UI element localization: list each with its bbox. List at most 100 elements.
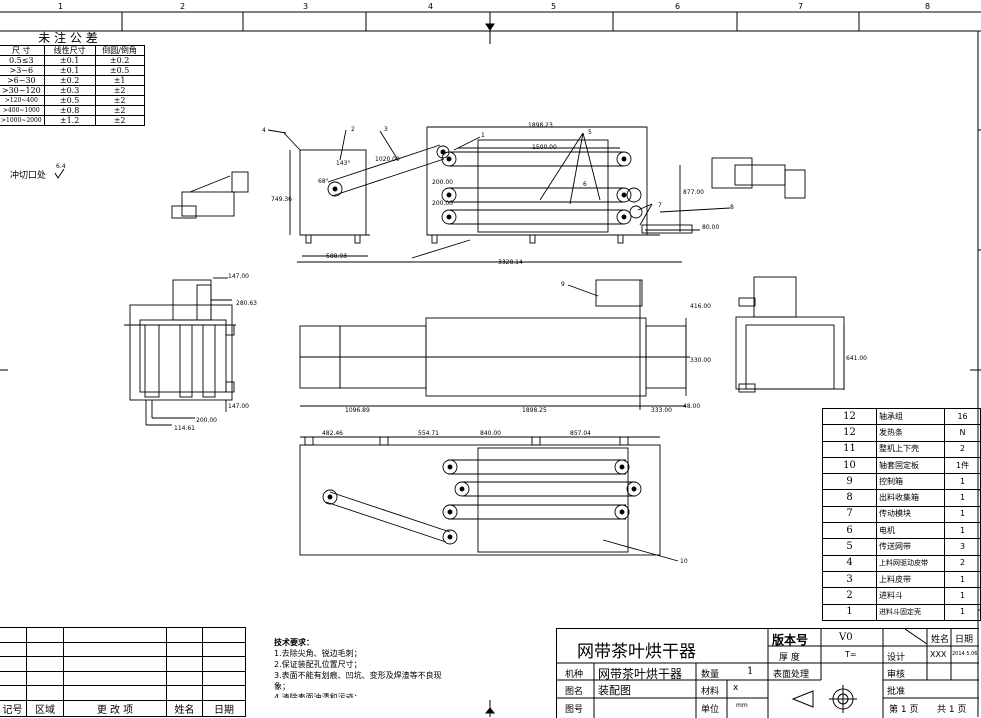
title-block-grid: [557, 629, 979, 718]
design-label: 设计: [887, 653, 906, 663]
bom-qty: 2: [944, 440, 981, 458]
bom-qty: 3: [944, 538, 981, 556]
grid-col-8: 8: [925, 2, 931, 11]
callout-number: 8: [730, 204, 734, 211]
revision-header: 更 改 项: [63, 699, 167, 717]
bom-name: 出料收集箱: [876, 489, 946, 507]
tolerance-cell: ±2: [94, 115, 145, 126]
bom-name: 发热条: [876, 424, 946, 442]
dim-label: 80.00: [702, 224, 720, 231]
bom-no: 12: [821, 424, 878, 442]
qty-label: 数量: [701, 670, 720, 680]
callout-number: 2: [351, 126, 355, 133]
bom-qty: 1: [944, 587, 981, 605]
dim-label: 1898.25: [522, 407, 547, 414]
thickness-label: 厚 度: [779, 653, 800, 663]
bom-name: 整机上下壳: [876, 440, 946, 458]
callout-number: 1: [481, 132, 485, 139]
dim-label: 114.61: [174, 425, 195, 432]
approve-label: 批准: [887, 687, 906, 697]
dim-label: 554.71: [418, 430, 439, 437]
revision-header: 记号: [0, 699, 27, 717]
page-number: 第 1 页: [889, 705, 919, 715]
bom-no: 12: [821, 407, 878, 426]
bom-no: 10: [821, 456, 878, 475]
bom-name: 轴承组: [876, 407, 946, 426]
design-date: 2014.5.06: [952, 651, 978, 657]
review-label: 审核: [887, 670, 906, 680]
dim-label: 840.00: [480, 430, 501, 437]
material-label: 材料: [701, 687, 720, 697]
number-label: 图号: [565, 705, 584, 715]
machine-label: 机种: [565, 670, 584, 680]
tech-line: 象；: [274, 682, 290, 691]
callout-number: 10: [680, 558, 688, 565]
dim-label: 1020.00: [375, 156, 400, 163]
material-value: x: [733, 683, 739, 693]
dim-label: 280.63: [236, 300, 257, 307]
dim-label: 1898.23: [528, 122, 553, 129]
bom-qty: N: [944, 424, 981, 442]
dim-label: 857.04: [570, 430, 591, 437]
revision-header: 姓名: [166, 699, 203, 717]
revision-table: 记号 区域 更 改 项 姓名 日期: [0, 627, 246, 717]
callout-number: 5: [588, 129, 592, 136]
bom-qty: 1件: [944, 456, 981, 475]
bom-name: 电机: [876, 522, 946, 540]
drawing-value: 装配图: [598, 684, 631, 697]
tolerance-grid: 尺 寸 线性尺寸 倒圆/倒角 0.5≤3±0.1±0.2 >3~6±0.1±0.…: [0, 45, 145, 126]
page-total: 共 1 页: [937, 705, 967, 715]
bom-name: 传送网带: [876, 538, 946, 556]
callout-number: 6: [583, 181, 587, 188]
revision-header: 日期: [202, 699, 246, 717]
bom-name: 上料皮带: [876, 570, 946, 589]
tech-line: 4.清除表面油渍和污迹；: [274, 693, 362, 698]
bom-no: 8: [821, 489, 878, 507]
bom-qty: 1: [944, 570, 981, 589]
date-label: 日期: [955, 635, 974, 645]
bom-name: 上料网驱动皮带: [876, 554, 946, 572]
tolerance-table: 未 注 公 差 尺 寸 线性尺寸 倒圆/倒角 0.5≤3±0.1±0.2 >3~…: [0, 31, 145, 126]
revision-header: 区域: [26, 699, 64, 717]
bom-qty: 1: [944, 489, 981, 507]
title-block: 网带茶叶烘干器 机种 网带茶叶烘干器 图名 装配图 图号 数量 1 材料 x 单…: [556, 628, 979, 718]
bom-qty: 1: [944, 603, 981, 621]
dim-label: 147.00: [228, 273, 249, 280]
dim-label: 482.46: [322, 430, 343, 437]
dim-label: 200.00: [432, 179, 453, 186]
bom-no: 2: [821, 587, 878, 605]
tolerance-title: 未 注 公 差: [0, 31, 137, 45]
bom-name: 进料斗固定壳: [876, 603, 946, 621]
dim-label: 200.00: [196, 417, 217, 424]
product-title: 网带茶叶烘干器: [577, 642, 696, 662]
tech-requirements: 技术要求： 1.去除尖角、锐边毛刺； 2.保证装配孔位置尺寸； 3.表面不能有划…: [274, 637, 442, 698]
machine-value: 网带茶叶烘干器: [598, 667, 683, 681]
grid-col-7: 7: [798, 2, 804, 11]
bom-qty: 16: [944, 407, 981, 426]
callout-number: 9: [561, 281, 565, 288]
bom-no: 5: [821, 538, 878, 556]
name-label: 姓名: [931, 635, 950, 645]
dim-label: 200.00: [432, 200, 453, 207]
punch-note: 冲切口处: [10, 171, 47, 181]
bom-name: 传动模块: [876, 505, 946, 524]
dim-label: 877.00: [683, 189, 704, 196]
grid-col-3: 3: [303, 2, 309, 11]
roughness-value: 6.4: [56, 163, 66, 170]
callout-number: 4: [262, 127, 266, 134]
qty-value: 1: [747, 666, 754, 677]
dim-label: 48.00: [683, 403, 701, 410]
tech-line: 2.保证装配孔位置尺寸；: [274, 660, 362, 669]
tech-line: 1.去除尖角、锐边毛刺；: [274, 649, 362, 658]
